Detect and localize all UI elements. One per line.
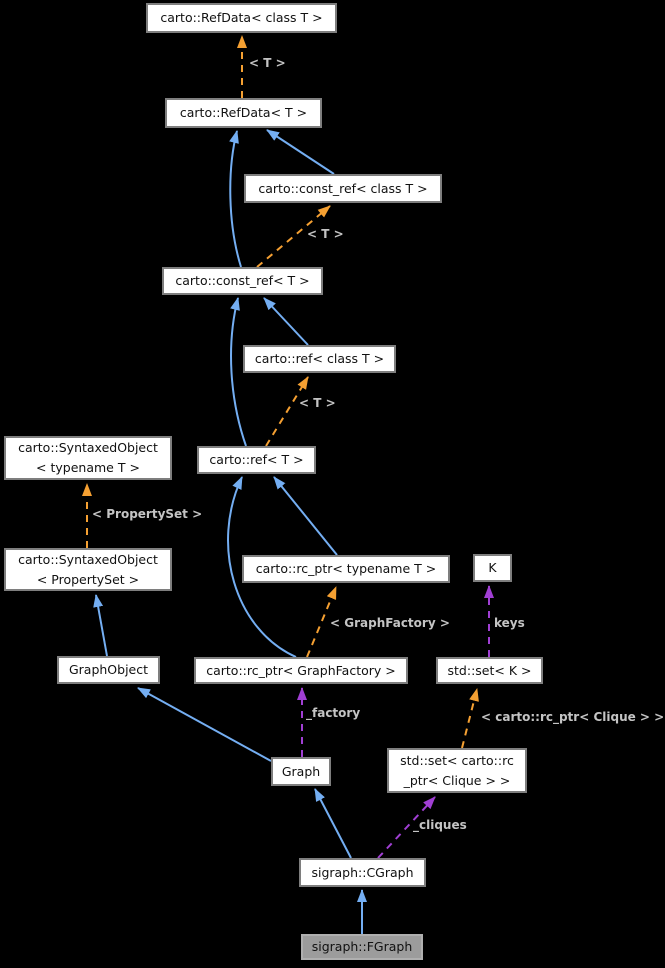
- class-node-refdata-t[interactable]: carto::RefData< T >: [165, 98, 322, 128]
- class-node-rc-ptr-graphfactory[interactable]: carto::rc_ptr< GraphFactory >: [194, 657, 408, 684]
- class-node-label: carto::const_ref< class T >: [258, 180, 428, 196]
- usage-edge-cgraph-to-std-set-clique: [377, 796, 436, 859]
- class-node-label: std::set< carto::rc: [400, 752, 514, 768]
- inheritance-edge-ref-t-to-const-ref-t: [230, 297, 247, 447]
- class-node-label: carto::RefData< T >: [179, 105, 308, 120]
- class-node-fgraph[interactable]: sigraph::FGraph: [301, 934, 423, 960]
- class-node-graphobject[interactable]: GraphObject: [57, 656, 160, 684]
- class-node-label: < PropertySet >: [36, 571, 140, 587]
- class-node-label: _ptr< Clique > >: [403, 772, 511, 788]
- class-node-label: sigraph::FGraph: [311, 939, 413, 954]
- class-node-graph[interactable]: Graph: [271, 757, 331, 786]
- class-node-cgraph[interactable]: sigraph::CGraph: [299, 858, 426, 887]
- class-node-label: Graph: [281, 763, 321, 779]
- inheritance-edge-const-ref-class-t-to-refdata-t: [266, 129, 335, 175]
- class-node-const-ref-class-t[interactable]: carto::const_ref< class T >: [244, 174, 442, 203]
- inheritance-edge-rc-ptr-graphfactory-to-ref-t: [227, 476, 297, 658]
- class-node-label: carto::const_ref< T >: [175, 273, 310, 288]
- class-node-k[interactable]: K: [473, 554, 512, 582]
- class-node-rc-ptr-typename-t[interactable]: carto::rc_ptr< typename T >: [242, 555, 450, 583]
- class-node-const-ref-t[interactable]: carto::const_ref< T >: [162, 267, 323, 295]
- class-node-label: carto::ref< class T >: [254, 351, 385, 366]
- class-node-label: carto::ref< T >: [209, 452, 304, 467]
- inheritance-edge-ref-class-t-to-const-ref-t: [263, 297, 309, 346]
- template-edge-std-set-clique-to-std-set-k: [461, 688, 479, 749]
- class-node-label: sigraph::CGraph: [311, 864, 414, 880]
- class-node-refdata-class-t[interactable]: carto::RefData< class T >: [146, 3, 337, 33]
- inheritance-edge-rc-ptr-typename-t-to-ref-t: [273, 476, 338, 556]
- template-edge-rc-ptr-graphfactory-to-rc-ptr-typename-t: [306, 586, 337, 658]
- inheritance-edge-graphobject-to-syntaxed-propertyset: [93, 594, 108, 657]
- class-node-ref-class-t[interactable]: carto::ref< class T >: [243, 345, 396, 373]
- class-node-syntaxed-typename-t[interactable]: carto::SyntaxedObject< typename T >: [4, 436, 172, 480]
- class-node-label: carto::RefData< class T >: [160, 10, 323, 25]
- inheritance-edge-cgraph-to-graph: [314, 788, 352, 859]
- template-edge-const-ref-t-to-const-ref-class-t: [256, 205, 331, 268]
- class-node-label: GraphObject: [68, 662, 149, 677]
- class-node-label: K: [488, 560, 497, 575]
- class-node-label: carto::SyntaxedObject: [18, 551, 158, 567]
- inheritance-edge-graph-to-graphobject: [137, 687, 272, 762]
- class-node-label: carto::SyntaxedObject: [18, 440, 158, 455]
- class-node-label: carto::rc_ptr< GraphFactory >: [206, 662, 396, 678]
- class-node-label: < typename T >: [36, 460, 140, 475]
- template-edge-ref-t-to-ref-class-t: [265, 376, 309, 447]
- class-node-ref-t[interactable]: carto::ref< T >: [197, 446, 316, 474]
- inheritance-edge-const-ref-t-to-refdata-t: [229, 130, 242, 268]
- class-node-syntaxed-propertyset[interactable]: carto::SyntaxedObject< PropertySet >: [4, 548, 172, 591]
- class-node-label: std::set< K >: [447, 662, 532, 678]
- class-node-std-set-clique[interactable]: std::set< carto::rc_ptr< Clique > >: [387, 748, 527, 793]
- class-node-std-set-k[interactable]: std::set< K >: [436, 657, 543, 684]
- class-node-label: carto::rc_ptr< typename T >: [255, 561, 437, 576]
